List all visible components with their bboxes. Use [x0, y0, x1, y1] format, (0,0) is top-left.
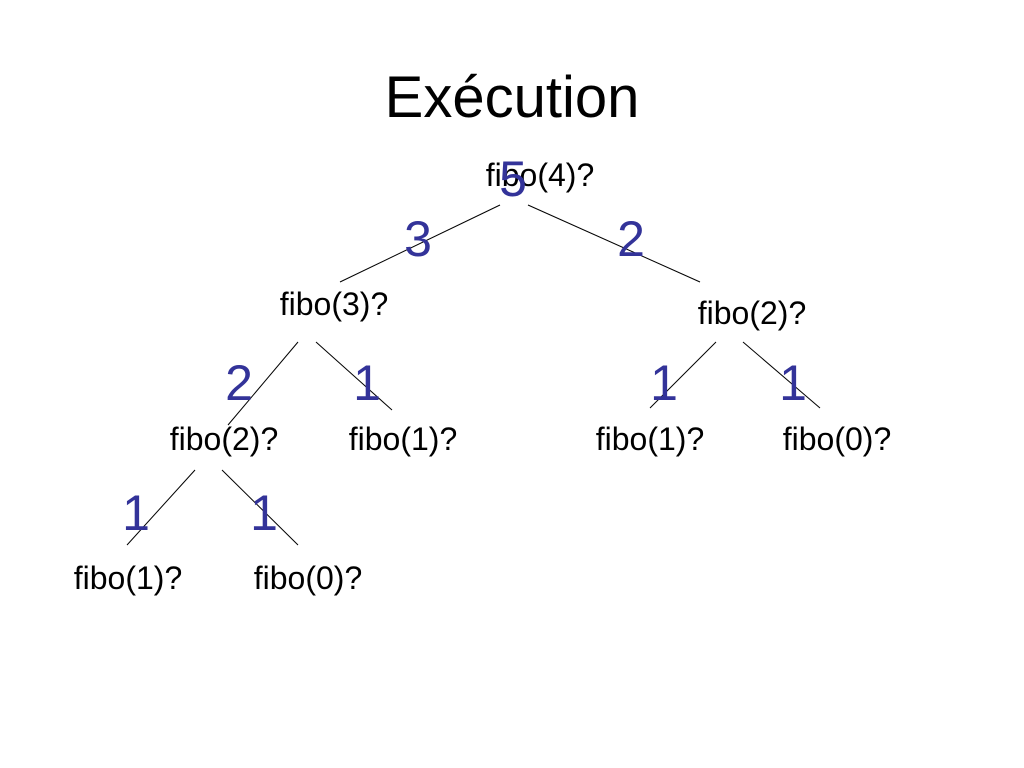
edge-fibo4-fibo3 — [339, 204, 501, 283]
result-fibo2b: 2 — [617, 211, 645, 267]
result-fibo2a: 2 — [225, 355, 253, 411]
result-fibo0b: 1 — [779, 355, 807, 411]
edge-fibo2a-fibo0 — [221, 469, 299, 546]
result-fibo1b: 1 — [353, 355, 381, 411]
result-fibo3: 3 — [404, 211, 432, 267]
edge-fibo2b-fibo1 — [649, 341, 717, 409]
node-fibo3: fibo(3)? — [280, 286, 389, 322]
edge-fibo2b-fibo0 — [742, 341, 821, 409]
result-fibo1a: 1 — [122, 485, 150, 541]
tree-results: 5 3 2 2 1 1 1 1 1 — [122, 151, 807, 541]
result-fibo0a: 1 — [250, 485, 278, 541]
edge-fibo2a-fibo1 — [126, 469, 196, 546]
slide-title: Exécution — [384, 65, 640, 130]
edge-fibo4-fibo2 — [527, 204, 701, 283]
result-fibo4: 5 — [499, 151, 527, 207]
node-fibo0a: fibo(0)? — [254, 560, 363, 596]
node-fibo1a: fibo(1)? — [74, 560, 183, 596]
result-fibo1c: 1 — [650, 355, 678, 411]
tree-edges — [126, 204, 821, 546]
node-fibo1c: fibo(1)? — [596, 421, 705, 457]
node-fibo2a: fibo(2)? — [170, 421, 279, 457]
node-fibo4: fibo(4)? — [486, 157, 595, 193]
edge-fibo3-fibo1 — [315, 341, 393, 411]
node-fibo1b: fibo(1)? — [349, 421, 458, 457]
node-fibo2b: fibo(2)? — [698, 295, 807, 331]
tree-nodes: fibo(4)? fibo(3)? fibo(2)? fibo(2)? fibo… — [74, 157, 892, 596]
node-fibo0b: fibo(0)? — [783, 421, 892, 457]
edge-fibo3-fibo2 — [227, 341, 299, 426]
